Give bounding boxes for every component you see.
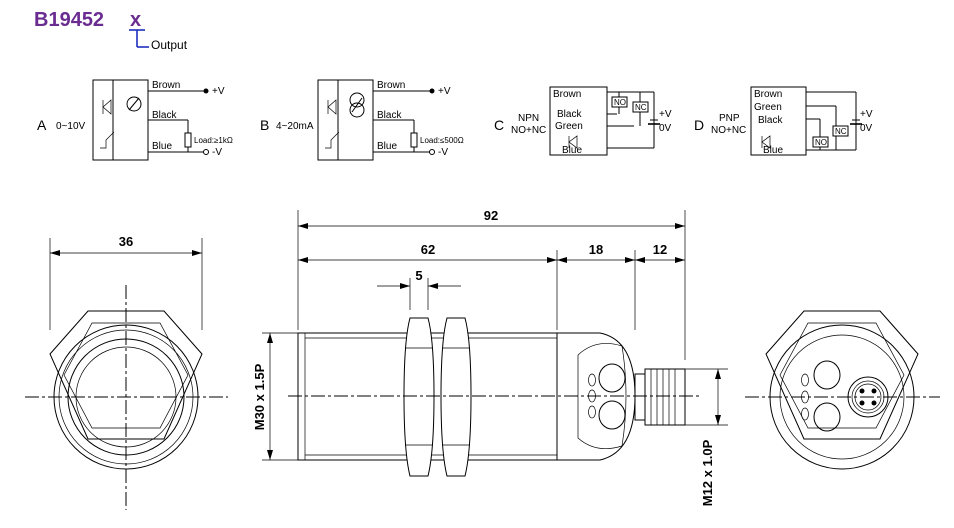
wiring-b-range: 4~20mA	[276, 121, 314, 132]
wiring-c-letter: C	[494, 117, 504, 133]
terminal-minus-icon	[203, 149, 209, 155]
sensor-symbol-icon	[100, 99, 115, 149]
wiring-b-letter: B	[260, 117, 269, 133]
wiring-d-type: PNP	[719, 113, 740, 124]
wire-brown-label: Brown	[754, 89, 782, 100]
led-window-top-icon	[813, 360, 841, 390]
supply-plus-label: +V	[659, 109, 672, 120]
terminal-minus-icon	[429, 149, 435, 155]
wire-green-label: Green	[754, 102, 782, 113]
led-window-top-icon	[598, 363, 626, 393]
load-label: Load:≥1kΩ	[194, 136, 233, 145]
wire-blue-label: Blue	[763, 145, 783, 156]
dim-connector-length: 12	[653, 242, 667, 257]
dim-front-width: 36	[119, 234, 133, 249]
dim-nut-width: 5	[415, 268, 422, 283]
wiring-c-type: NPN	[518, 113, 539, 124]
wiring-diagram-a: A 0~10V Brown Black Blue +V -V Load:≥1kΩ	[37, 79, 233, 161]
dim-total-length: 92	[484, 208, 498, 223]
supply-plus-label: +V	[212, 86, 225, 97]
front-view: 36	[25, 234, 228, 510]
supply-plus-label: +V	[860, 109, 873, 120]
side-view: 92 62 18 12 5	[252, 208, 728, 506]
supply-minus-label: -V	[212, 147, 222, 158]
dim-thread-connector: M12 x 1.0P	[700, 439, 715, 506]
relay-nc-label: NC	[635, 103, 647, 112]
terminal-plus-icon	[203, 88, 209, 94]
relay-no-label: NO	[815, 138, 827, 147]
load-resistor-icon	[184, 132, 192, 148]
sensor-symbol-icon	[761, 135, 771, 149]
dim-body-length: 62	[421, 242, 435, 257]
load-resistor-icon	[410, 132, 418, 148]
wire-black-label: Black	[557, 109, 582, 120]
wiring-diagram-b: B 4~20mA Brown Black Blue +V -V Load:≤50…	[260, 79, 464, 161]
wire-black-label: Black	[758, 115, 783, 126]
output-label: Output	[151, 38, 188, 52]
model-number: B19452	[34, 9, 104, 31]
terminal-plus-icon	[429, 88, 435, 94]
output-bracket	[129, 29, 149, 48]
relay-no-label: NO	[614, 98, 626, 107]
relay-nc-label: NC	[835, 127, 847, 136]
wire-black-label: Black	[377, 110, 402, 121]
led-window-bottom-icon	[813, 402, 841, 432]
load-label: Load:≤500Ω	[420, 136, 464, 145]
supply-plus-label: +V	[438, 86, 451, 97]
m12-connector	[644, 368, 686, 426]
wiring-c-contacts: NO+NC	[511, 125, 546, 136]
dim-head-length: 18	[589, 242, 603, 257]
current-source-icon	[349, 92, 365, 118]
wire-green-label: Green	[555, 121, 583, 132]
model-suffix: x	[130, 9, 141, 31]
relay-nc-box	[832, 125, 849, 137]
led-window-bottom-icon	[598, 400, 626, 430]
wire-blue-label: Blue	[377, 141, 397, 152]
sensor-symbol-icon	[568, 135, 578, 149]
supply-minus-label: -V	[438, 147, 448, 158]
wiring-diagram-d: D PNP NO+NC Brown Green Black Blue NO NC…	[694, 86, 873, 156]
voltage-source-icon	[126, 96, 142, 112]
wiring-d-letter: D	[694, 117, 704, 133]
supply-zero-label: 0V	[860, 123, 873, 134]
wiring-d-contacts: NO+NC	[711, 125, 746, 136]
supply-zero-label: 0V	[659, 123, 672, 134]
wiring-a-range: 0~10V	[56, 121, 86, 132]
wire-brown-label: Brown	[553, 89, 581, 100]
sensor-symbol-icon	[325, 99, 340, 149]
wiring-a-letter: A	[37, 117, 47, 133]
wiring-diagram-c: C NPN NO+NC Brown Black Green Blue NO NC…	[494, 86, 672, 156]
wire-brown-label: Brown	[152, 80, 180, 91]
rear-view	[745, 310, 940, 470]
dim-thread-body: M30 x 1.5P	[252, 363, 267, 430]
wire-black-label: Black	[152, 110, 177, 121]
wire-brown-label: Brown	[377, 80, 405, 91]
wire-blue-label: Blue	[562, 145, 582, 156]
wire-blue-label: Blue	[152, 141, 172, 152]
